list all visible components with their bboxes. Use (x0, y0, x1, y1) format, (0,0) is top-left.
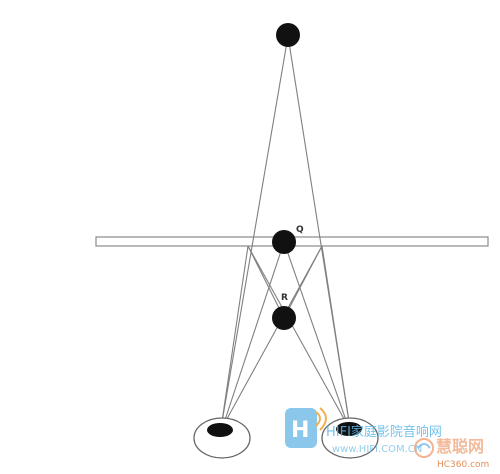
hc360-logo-icon (414, 438, 434, 458)
point-q (272, 230, 296, 254)
watermark: H HIFI家庭影院音响网 www.HIFI.COM.CN 慧聪网 HC360.… (285, 407, 489, 470)
sight-lines (220, 35, 351, 429)
watermark-site-brand: 慧聪网 (436, 437, 484, 456)
line-q-left-eye (222, 241, 285, 427)
line-top-left-eye (220, 35, 289, 429)
line-r-right (283, 245, 323, 319)
line-plane-left-cross (247, 245, 349, 427)
line-q-right-eye (283, 241, 349, 427)
hifi-logo-icon: H (285, 407, 327, 448)
left-eye-icon (193, 417, 251, 459)
point-r (272, 306, 296, 330)
right-eye-icon (321, 417, 379, 459)
line-plane-right-cross (222, 245, 323, 427)
label-q: Q (296, 225, 304, 235)
label-r: R (281, 293, 288, 303)
watermark-url: www.HIFI.COM.CN (332, 444, 422, 455)
watermark-site: HC360.com (437, 460, 489, 470)
top-point (276, 23, 300, 47)
line-plane-left-outer (220, 245, 249, 429)
svg-text:H: H (291, 418, 309, 443)
line-r-left (247, 245, 285, 319)
line-plane-right-outer (321, 245, 351, 429)
watermark-logo-text: HIFI家庭影院音响网 (326, 424, 442, 440)
